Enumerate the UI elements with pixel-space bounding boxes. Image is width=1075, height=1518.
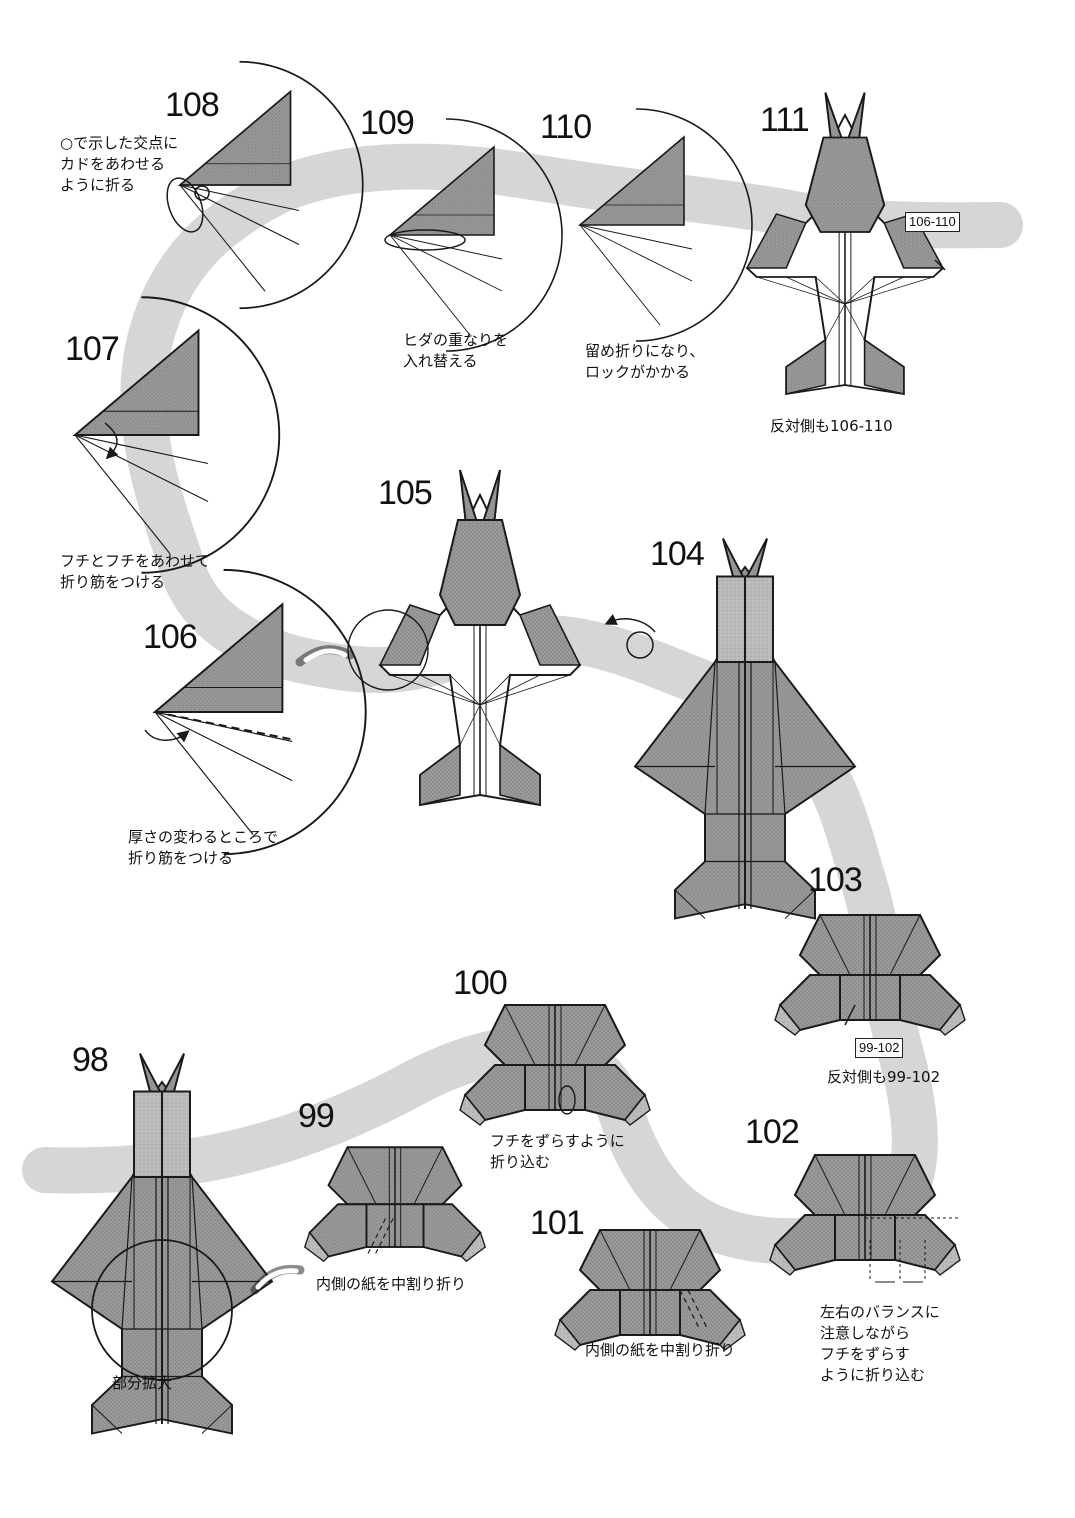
caption-108-line-2: カドをあわせる xyxy=(60,155,166,173)
step-101-figure xyxy=(554,1229,746,1351)
caption-100-line-1: フチをずらすように xyxy=(490,1132,625,1150)
caption-102-line-2: 注意しながら xyxy=(820,1324,911,1342)
caption-108-line-1: ○で示した交点に xyxy=(60,134,179,152)
caption-103: 反対側も99-102 xyxy=(827,1067,940,1088)
step-111-figure xyxy=(746,91,946,395)
caption-107: フチとフチをあわせて 折り筋をつける xyxy=(60,551,210,593)
ref-box-99-102: 99-102 xyxy=(855,1038,904,1058)
caption-102-line-1: 左右のバランスに xyxy=(820,1303,940,1321)
step-number-102: 102 xyxy=(745,1113,800,1151)
caption-111-line-1: 反対側も106-110 xyxy=(770,417,893,435)
step-number-98: 98 xyxy=(72,1041,109,1079)
step-number-100: 100 xyxy=(453,964,508,1002)
caption-108: ○で示した交点に カドをあわせる ように折る xyxy=(60,133,178,196)
step-number-99: 99 xyxy=(298,1097,335,1135)
step-number-105: 105 xyxy=(378,474,433,512)
caption-99-line-1: 内側の紙を中割り折り xyxy=(316,1275,467,1293)
caption-109-line-1: ヒダの重なりを xyxy=(403,331,509,349)
caption-100: フチをずらすように 折り込む xyxy=(490,1131,625,1173)
caption-109-line-2: 入れ替える xyxy=(403,352,478,370)
step-number-101: 101 xyxy=(530,1204,585,1242)
caption-109: ヒダの重なりを 入れ替える xyxy=(403,330,508,372)
step-99-figure xyxy=(303,1146,487,1263)
turn-over-arrow xyxy=(604,614,656,659)
step-106-figure xyxy=(144,568,367,856)
step-102-figure xyxy=(769,1154,961,1283)
step-number-108: 108 xyxy=(165,86,220,124)
caption-106-line-2: 折り筋をつける xyxy=(128,849,234,867)
caption-107-line-1: フチとフチをあわせて xyxy=(60,552,211,570)
caption-98-line-1: 部分拡大 xyxy=(112,1374,173,1392)
caption-107-line-2: 折り筋をつける xyxy=(60,573,166,591)
caption-110-line-1: 留め折りになり、 xyxy=(585,342,705,360)
step-number-104: 104 xyxy=(650,535,705,573)
caption-98: 部分拡大 xyxy=(112,1373,172,1394)
step-number-111: 111 xyxy=(760,101,810,139)
caption-102: 左右のバランスに 注意しながら フチをずらす ように折り込む xyxy=(820,1302,940,1386)
step-number-107: 107 xyxy=(65,330,120,368)
caption-101-line-1: 内側の紙を中割り折り xyxy=(585,1341,736,1359)
step-108-figure xyxy=(166,60,364,310)
caption-108-line-3: ように折る xyxy=(60,176,136,194)
step-number-106: 106 xyxy=(143,618,198,656)
ref-box-106-110: 106-110 xyxy=(905,212,960,232)
caption-102-line-3: フチをずらす xyxy=(820,1345,910,1363)
step-98-figure xyxy=(51,1052,273,1435)
caption-110-line-2: ロックがかかる xyxy=(585,363,691,381)
step-100-figure xyxy=(459,1004,651,1126)
caption-106-line-1: 厚さの変わるところで xyxy=(128,828,279,846)
step-105-figure xyxy=(347,469,581,806)
step-number-110: 110 xyxy=(540,108,592,146)
caption-103-line-1: 反対側も99-102 xyxy=(827,1068,941,1086)
caption-102-line-4: ように折り込む xyxy=(820,1366,926,1384)
step-109-figure xyxy=(384,118,563,352)
caption-106: 厚さの変わるところで 折り筋をつける xyxy=(128,827,278,869)
caption-110: 留め折りになり、 ロックがかかる xyxy=(585,341,704,383)
caption-99: 内側の紙を中割り折り xyxy=(316,1274,466,1295)
step-103-figure xyxy=(774,914,966,1036)
step-number-103: 103 xyxy=(808,861,863,899)
caption-101: 内側の紙を中割り折り xyxy=(585,1340,735,1361)
step-number-109: 109 xyxy=(360,104,415,142)
step-107-figure xyxy=(74,296,281,574)
caption-100-line-2: 折り込む xyxy=(490,1153,551,1171)
caption-111: 反対側も106-110 xyxy=(770,416,893,437)
